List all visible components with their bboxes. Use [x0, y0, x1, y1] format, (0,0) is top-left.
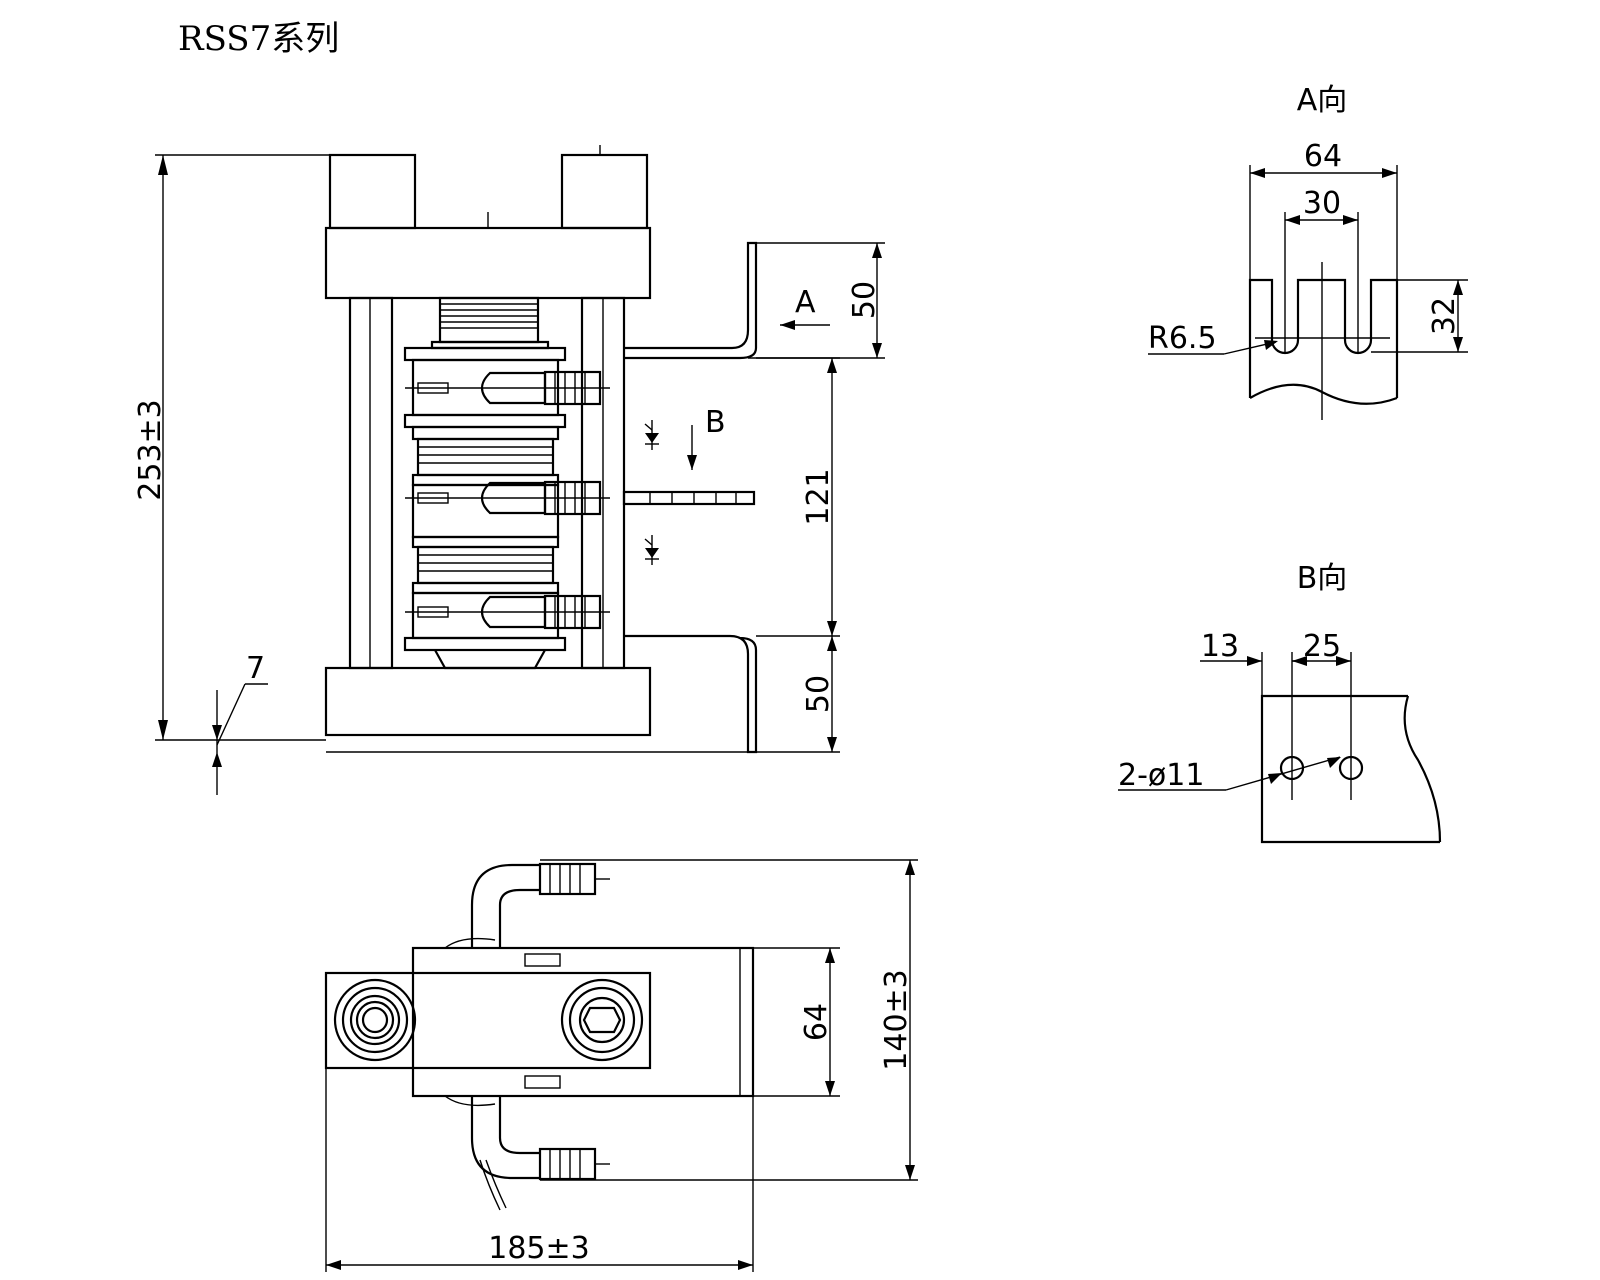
view-arrow-b: B — [687, 405, 726, 470]
dim-a-slot-depth: 32 — [1427, 297, 1462, 335]
terminal-tube-middle — [405, 480, 610, 516]
tie-rod-left — [348, 296, 394, 670]
thyristor-symbol-upper — [644, 420, 659, 450]
thyristor-symbol-lower — [644, 535, 659, 565]
stack-body — [411, 946, 755, 1098]
dim-b-hole-spacing: 25 — [1303, 629, 1341, 664]
dim-overall-length: 185±3 — [488, 1231, 589, 1266]
dim-b-holes: 2-ø11 — [1118, 758, 1204, 793]
upper-lead-curve — [470, 863, 540, 948]
thyristor-lower — [416, 545, 555, 585]
view-b-detail: B向 13 25 2-ø11 — [1118, 561, 1442, 844]
upper-busbar — [624, 241, 758, 360]
front-view: A B 253±3 7 50 — [133, 145, 885, 795]
thyristor-upper — [416, 437, 555, 477]
dim-a-slot-radius: R6.5 — [1148, 321, 1217, 356]
dim-overall-depth: 140±3 — [879, 969, 914, 1070]
arrow-b-label: B — [705, 405, 726, 440]
dim-top-width: 64 — [799, 1003, 834, 1041]
dim-b-edge-offset: 13 — [1201, 629, 1239, 664]
top-clamp-plate — [324, 226, 652, 300]
dim-middle-span: 121 — [801, 468, 836, 525]
dim-a-slot-spacing: 30 — [1303, 186, 1341, 221]
terminal-tube-lower — [405, 594, 610, 630]
dim-a-outer-width: 64 — [1304, 139, 1342, 174]
bottom-clamp-plate — [324, 666, 652, 737]
view-a-detail: A向 64 30 32 R6.5 — [1148, 83, 1468, 420]
terminal-tube-upper — [405, 370, 610, 406]
arrow-a-label: A — [795, 285, 816, 320]
heatsink-lower — [411, 591, 560, 640]
view-b-title: B向 — [1297, 561, 1348, 596]
top-post-right — [560, 153, 649, 230]
middle-lead-wire — [622, 490, 756, 506]
dim-lower-clamp: 50 — [801, 675, 836, 713]
drawing-title: RSS7系列 — [178, 19, 339, 59]
clamp-plate-top — [324, 971, 652, 1070]
dim-base-offset: 7 — [246, 651, 265, 686]
slotted-busbar-end — [1248, 278, 1399, 398]
top-view: 64 140±3 185±3 — [324, 859, 918, 1272]
nut-left — [333, 978, 417, 1062]
view-arrow-a: A — [780, 285, 830, 330]
top-post-left — [328, 153, 417, 230]
dim-upper-clamp: 50 — [847, 281, 882, 319]
dim-overall-height: 253±3 — [133, 399, 168, 500]
nut-right — [560, 978, 644, 1062]
lower-lead-terminal — [538, 1147, 597, 1181]
upper-lead-terminal — [538, 862, 597, 896]
view-a-title: A向 — [1297, 83, 1348, 118]
busbar-b-face — [1260, 694, 1440, 844]
